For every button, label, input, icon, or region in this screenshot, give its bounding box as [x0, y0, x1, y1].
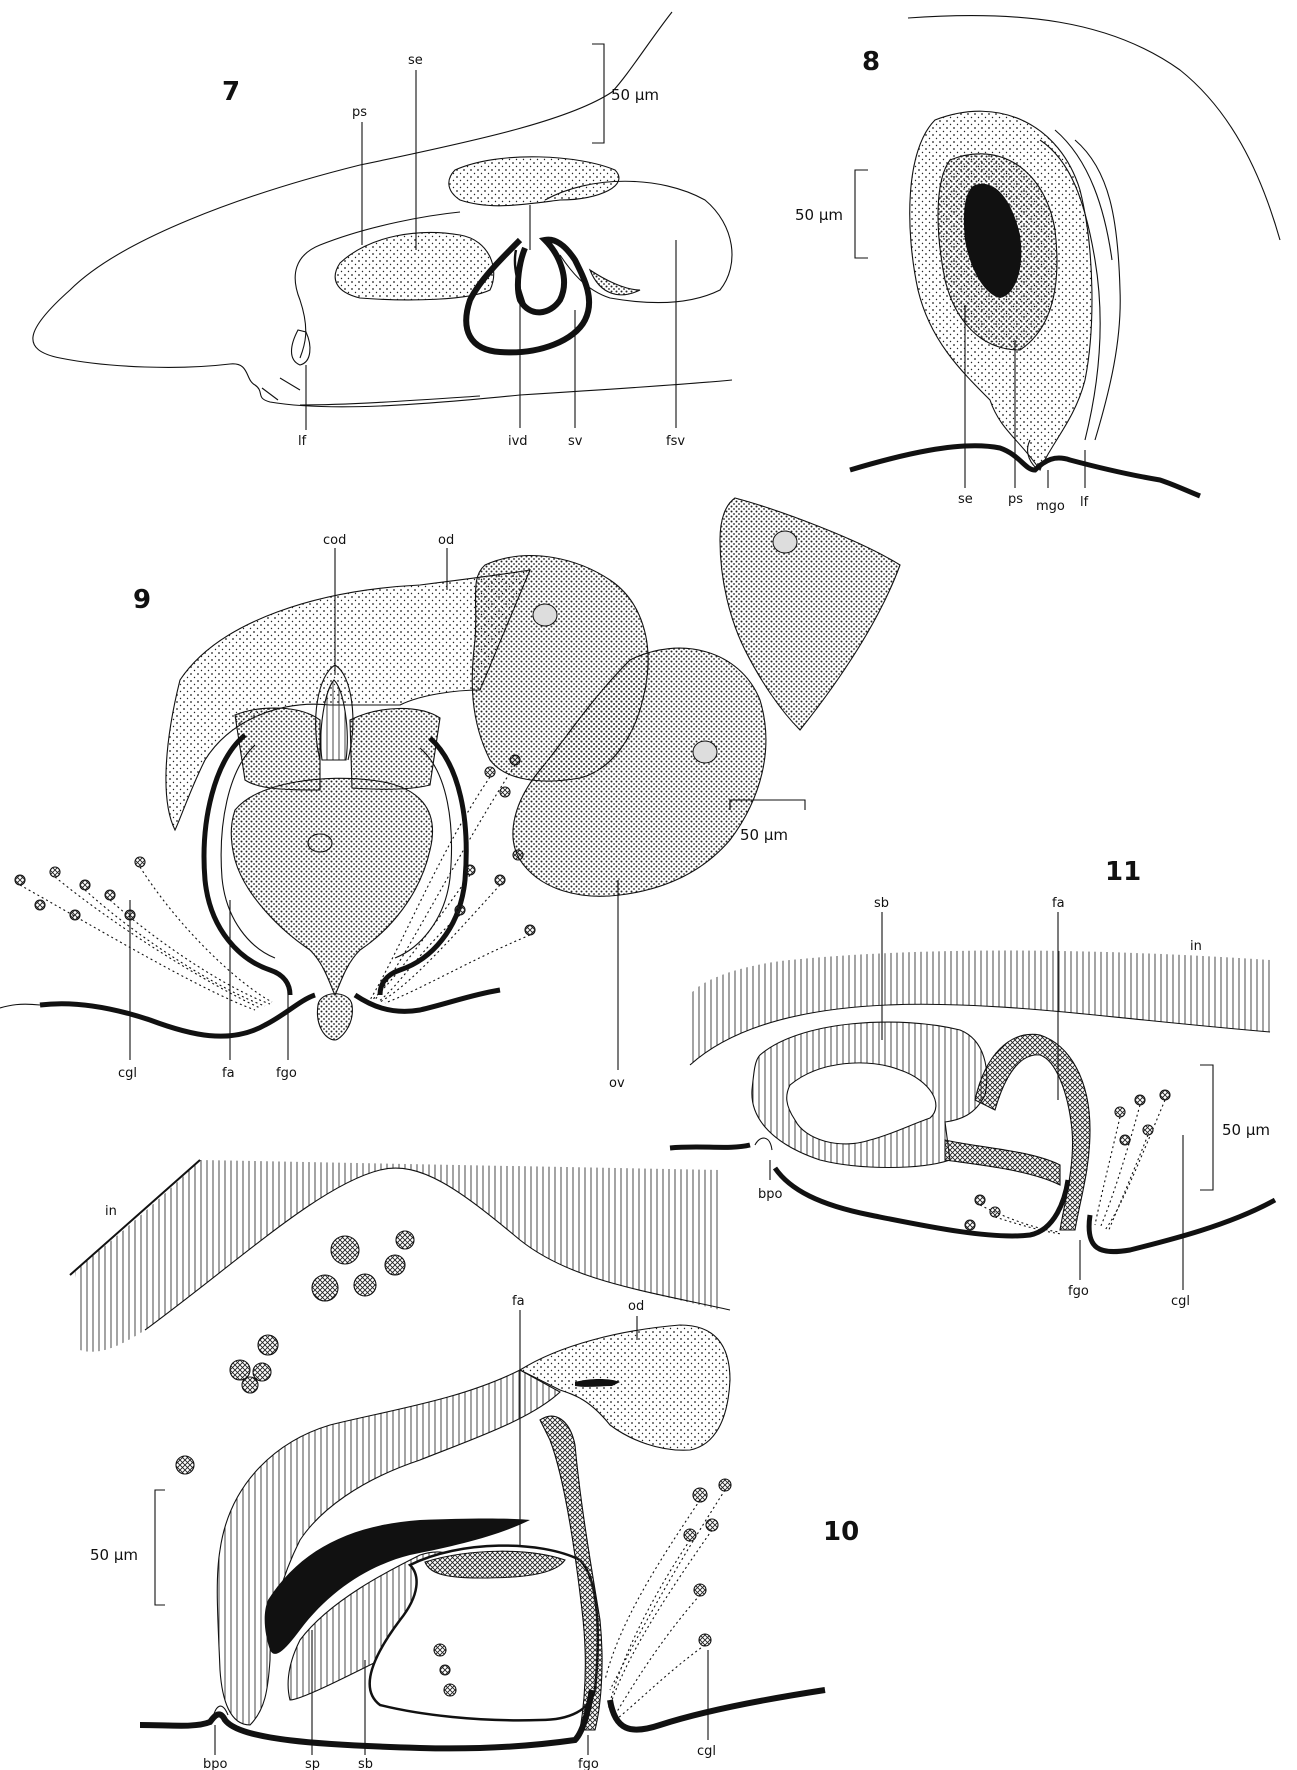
figure-8-label-ps: ps	[1008, 492, 1023, 507]
figure-10-scale-label: 50 µm	[90, 1546, 138, 1564]
figure-11-label-in: in	[1190, 939, 1202, 954]
figure-7-label-se: se	[408, 53, 423, 68]
figure-9-gonopore-plug	[317, 994, 352, 1040]
figure-11: 11 50 µm sb fa in bpo fgo cgl	[670, 857, 1275, 1309]
figure-9-label-ov: ov	[609, 1076, 625, 1091]
figure-8-scale-bar	[855, 170, 868, 258]
figure-9-epidermis-tail	[0, 1004, 40, 1008]
figure-7-scale-bar	[592, 44, 604, 143]
figure-7-label-sv: sv	[568, 434, 583, 449]
figure-7: 7 50 µm se ps lf ivd sv fsv	[33, 12, 732, 449]
figure-8: 8 50 µm se ps mgo lf	[795, 16, 1280, 514]
figure-11-atrium-wall	[975, 1034, 1090, 1230]
figure-7-upper-mass	[449, 157, 619, 206]
figure-8-number: 8	[862, 47, 880, 77]
figure-9-right-gland	[350, 708, 440, 789]
figure-11-scale-bar	[1200, 1065, 1213, 1190]
figure-10-label-od: od	[628, 1299, 644, 1314]
figure-9-label-od: od	[438, 533, 454, 548]
figure-9-left-gland	[235, 708, 320, 790]
figure-10-label-in: in	[105, 1204, 117, 1219]
figure-10-label-fa: fa	[512, 1294, 525, 1309]
figure-10-label-sb: sb	[358, 1757, 373, 1770]
figure-9-ovary-nucleus-3	[693, 741, 717, 763]
figure-7-label-lf: lf	[298, 434, 307, 449]
figure-9-lumen-mass	[231, 778, 432, 995]
figure-9-ovary-nucleus-2	[773, 531, 797, 553]
figure-11-number: 11	[1105, 857, 1141, 887]
figure-10-label-sp: sp	[305, 1757, 320, 1770]
figure-11-label-bpo: bpo	[758, 1187, 783, 1202]
figure-10-scale-bar	[155, 1490, 165, 1605]
figure-7-body-outline	[33, 12, 732, 407]
figure-7-label-ivd: ivd	[508, 434, 528, 449]
figure-11-label-sb: sb	[874, 896, 889, 911]
figure-7-scale-label: 50 µm	[611, 86, 659, 104]
figure-9-label-fa: fa	[222, 1066, 235, 1081]
figure-8-label-se: se	[958, 492, 973, 507]
figure-10-label-cgl: cgl	[697, 1744, 716, 1759]
figure-9-label-fgo: fgo	[276, 1066, 297, 1081]
figure-10: 10	[70, 1160, 859, 1770]
figure-9-label-cod: cod	[323, 533, 346, 548]
figure-8-scale-label: 50 µm	[795, 206, 843, 224]
figure-9-epidermis	[40, 990, 500, 1036]
figure-9-number: 9	[133, 585, 151, 615]
figure-7-lf-lobe	[292, 330, 310, 365]
figure-7-fsv-dots	[590, 270, 640, 295]
figure-7-inner-line	[300, 396, 480, 405]
figure-11-label-cgl: cgl	[1171, 1294, 1190, 1309]
figure-10-number: 10	[823, 1517, 859, 1547]
figure-11-atrium-base	[945, 1140, 1060, 1185]
figure-11-bursal-pore	[755, 1138, 772, 1150]
figure-8-label-mgo: mgo	[1036, 499, 1065, 514]
figure-7-lateral-folds	[262, 378, 300, 400]
figure-9-scale-label: 50 µm	[740, 826, 788, 844]
figure-7-number: 7	[222, 77, 240, 107]
figure-8-epidermis	[850, 446, 1200, 496]
figure-7-label-fsv: fsv	[666, 434, 685, 449]
figure-10-label-bpo: bpo	[203, 1757, 228, 1770]
figure-8-label-lf: lf	[1080, 495, 1089, 510]
figure-9-ovary-nucleus-1	[533, 604, 557, 626]
figure-11-label-fa: fa	[1052, 896, 1065, 911]
figure-7-seminal-mass	[335, 232, 494, 299]
figure-7-label-ps: ps	[352, 105, 367, 120]
figure-11-label-fgo: fgo	[1068, 1284, 1089, 1299]
figure-10-label-fgo: fgo	[578, 1757, 599, 1770]
figure-11-scale-label: 50 µm	[1222, 1121, 1270, 1139]
figure-9-label-cgl: cgl	[118, 1066, 137, 1081]
